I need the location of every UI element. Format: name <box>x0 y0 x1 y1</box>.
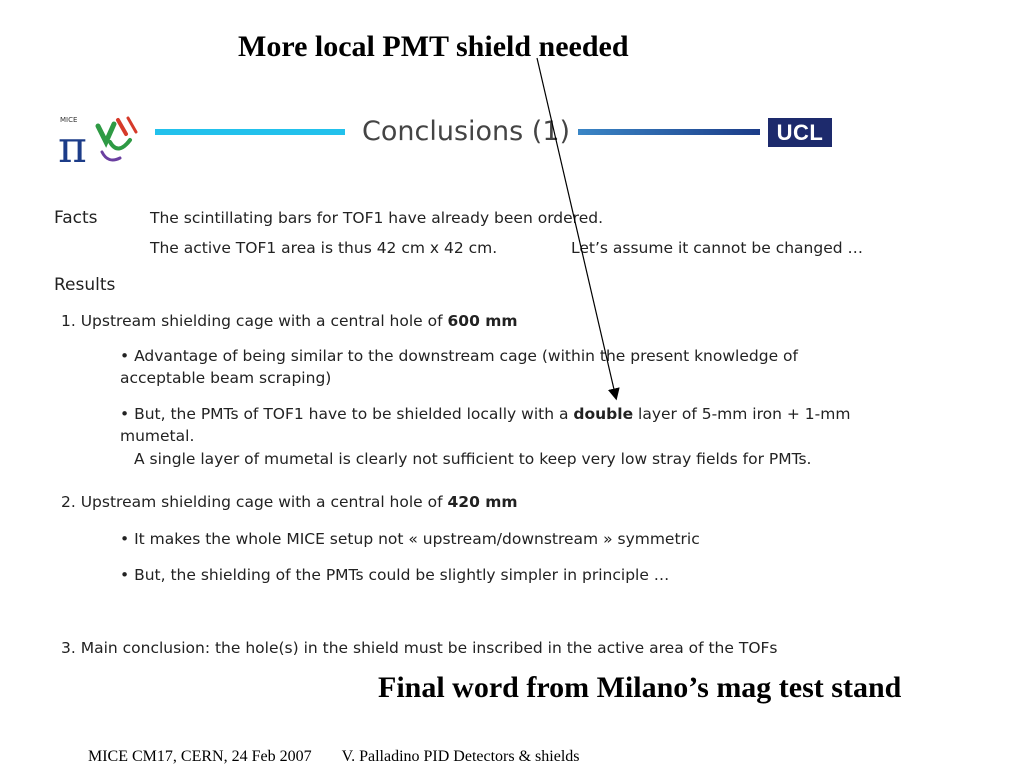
item1-bullet1-line1: • Advantage of being similar to the down… <box>120 347 798 365</box>
item1-bullet1-line2: acceptable beam scraping) <box>120 369 332 387</box>
result-item-1: 1. Upstream shielding cage with a centra… <box>61 312 518 330</box>
header-rule-right <box>578 129 760 135</box>
slide-heading: Conclusions (1) <box>362 116 571 147</box>
item2-bullet2: • But, the shielding of the PMTs could b… <box>120 566 670 584</box>
item1-bullet2-line1: • But, the PMTs of TOF1 have to be shiel… <box>120 405 851 423</box>
annotation-bottom-title: Final word from Milano’s mag test stand <box>378 671 902 704</box>
annotation-top-title: More local PMT shield needed <box>238 30 629 63</box>
facts-line-2-note: Let’s assume it cannot be changed … <box>571 239 864 257</box>
logo-text: MICE <box>60 116 77 124</box>
item2-bullet1: • It makes the whole MICE setup not « up… <box>120 530 700 548</box>
mice-logo: MICE π <box>58 112 142 174</box>
facts-line-2: The active TOF1 area is thus 42 cm x 42 … <box>150 239 498 257</box>
footer-left: MICE CM17, CERN, 24 Feb 2007 <box>88 748 312 765</box>
item1-bullet2-line3: A single layer of mumetal is clearly not… <box>134 450 812 468</box>
header-rule-left <box>155 129 345 135</box>
footer: MICE CM17, CERN, 24 Feb 2007 V. Palladino… <box>88 748 579 766</box>
facts-line-1: The scintillating bars for TOF1 have alr… <box>150 209 603 227</box>
item1-bullet2-line2: mumetal. <box>120 427 195 445</box>
result-item-3: 3. Main conclusion: the hole(s) in the s… <box>61 639 778 657</box>
facts-label: Facts <box>54 208 98 228</box>
result-item-2: 2. Upstream shielding cage with a centra… <box>61 493 518 511</box>
pi-icon: π <box>58 122 87 173</box>
results-label: Results <box>54 275 116 295</box>
ucl-logo: UCL <box>768 118 832 147</box>
footer-right: V. Palladino PID Detectors & shields <box>341 748 580 765</box>
